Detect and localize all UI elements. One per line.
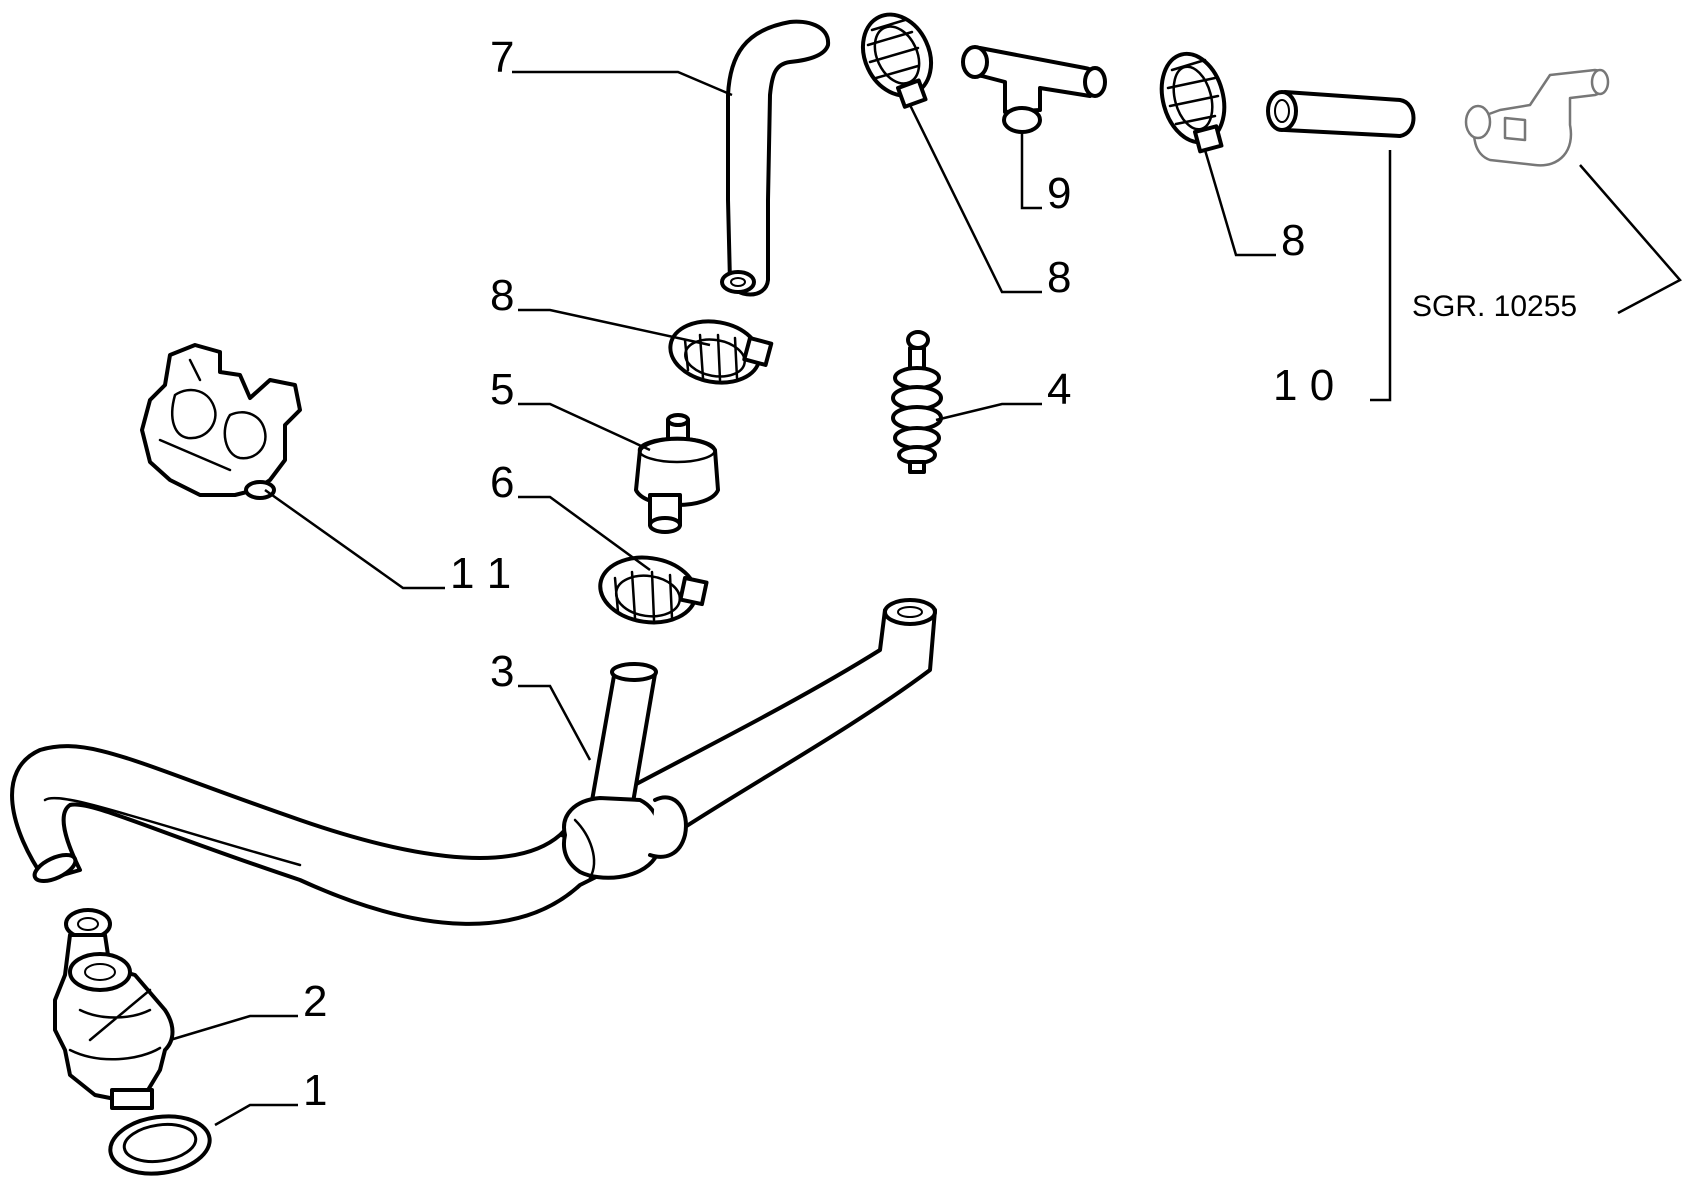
leader-lines	[169, 70, 1682, 1127]
callout-2: 2	[303, 977, 327, 1026]
callout-4: 4	[1047, 365, 1071, 414]
part-10-straight-hose	[1266, 90, 1416, 138]
sgr-10255-fitting	[1464, 68, 1610, 167]
callout-5: 5	[490, 365, 514, 414]
part-6-clamp	[598, 555, 709, 625]
callout-1: 1	[303, 1066, 327, 1115]
part-1-seal-ring	[108, 1114, 212, 1176]
part-11-bracket	[140, 343, 302, 500]
callout-10: 1 0	[1273, 361, 1334, 410]
callout-9: 9	[1047, 169, 1071, 218]
callout-11: 1 1	[450, 549, 511, 598]
callout-7: 7	[490, 33, 514, 82]
callout-6: 6	[490, 458, 514, 507]
part-8-clamp-right	[1159, 51, 1227, 154]
part-4-bellows	[891, 330, 943, 474]
callout-8-top: 8	[1047, 253, 1071, 302]
part-2-nozzle	[53, 908, 175, 1110]
part-9-t-connector	[961, 45, 1107, 134]
callouts: 7 8 5 6 3 4 9 8 8 1 0 1 1 2 1 SGR. 10255	[303, 33, 1577, 1115]
reference-sgr: SGR. 10255	[1412, 290, 1577, 323]
part-8-clamp-top	[860, 12, 934, 109]
part-5-valve	[634, 413, 720, 534]
part-8-clamp-middle	[668, 319, 774, 385]
part-3-main-hose	[10, 598, 937, 926]
part-7-upper-hose	[720, 19, 831, 297]
callout-8-middle: 8	[490, 271, 514, 320]
callout-8-right: 8	[1281, 216, 1305, 265]
callout-3: 3	[490, 647, 514, 696]
